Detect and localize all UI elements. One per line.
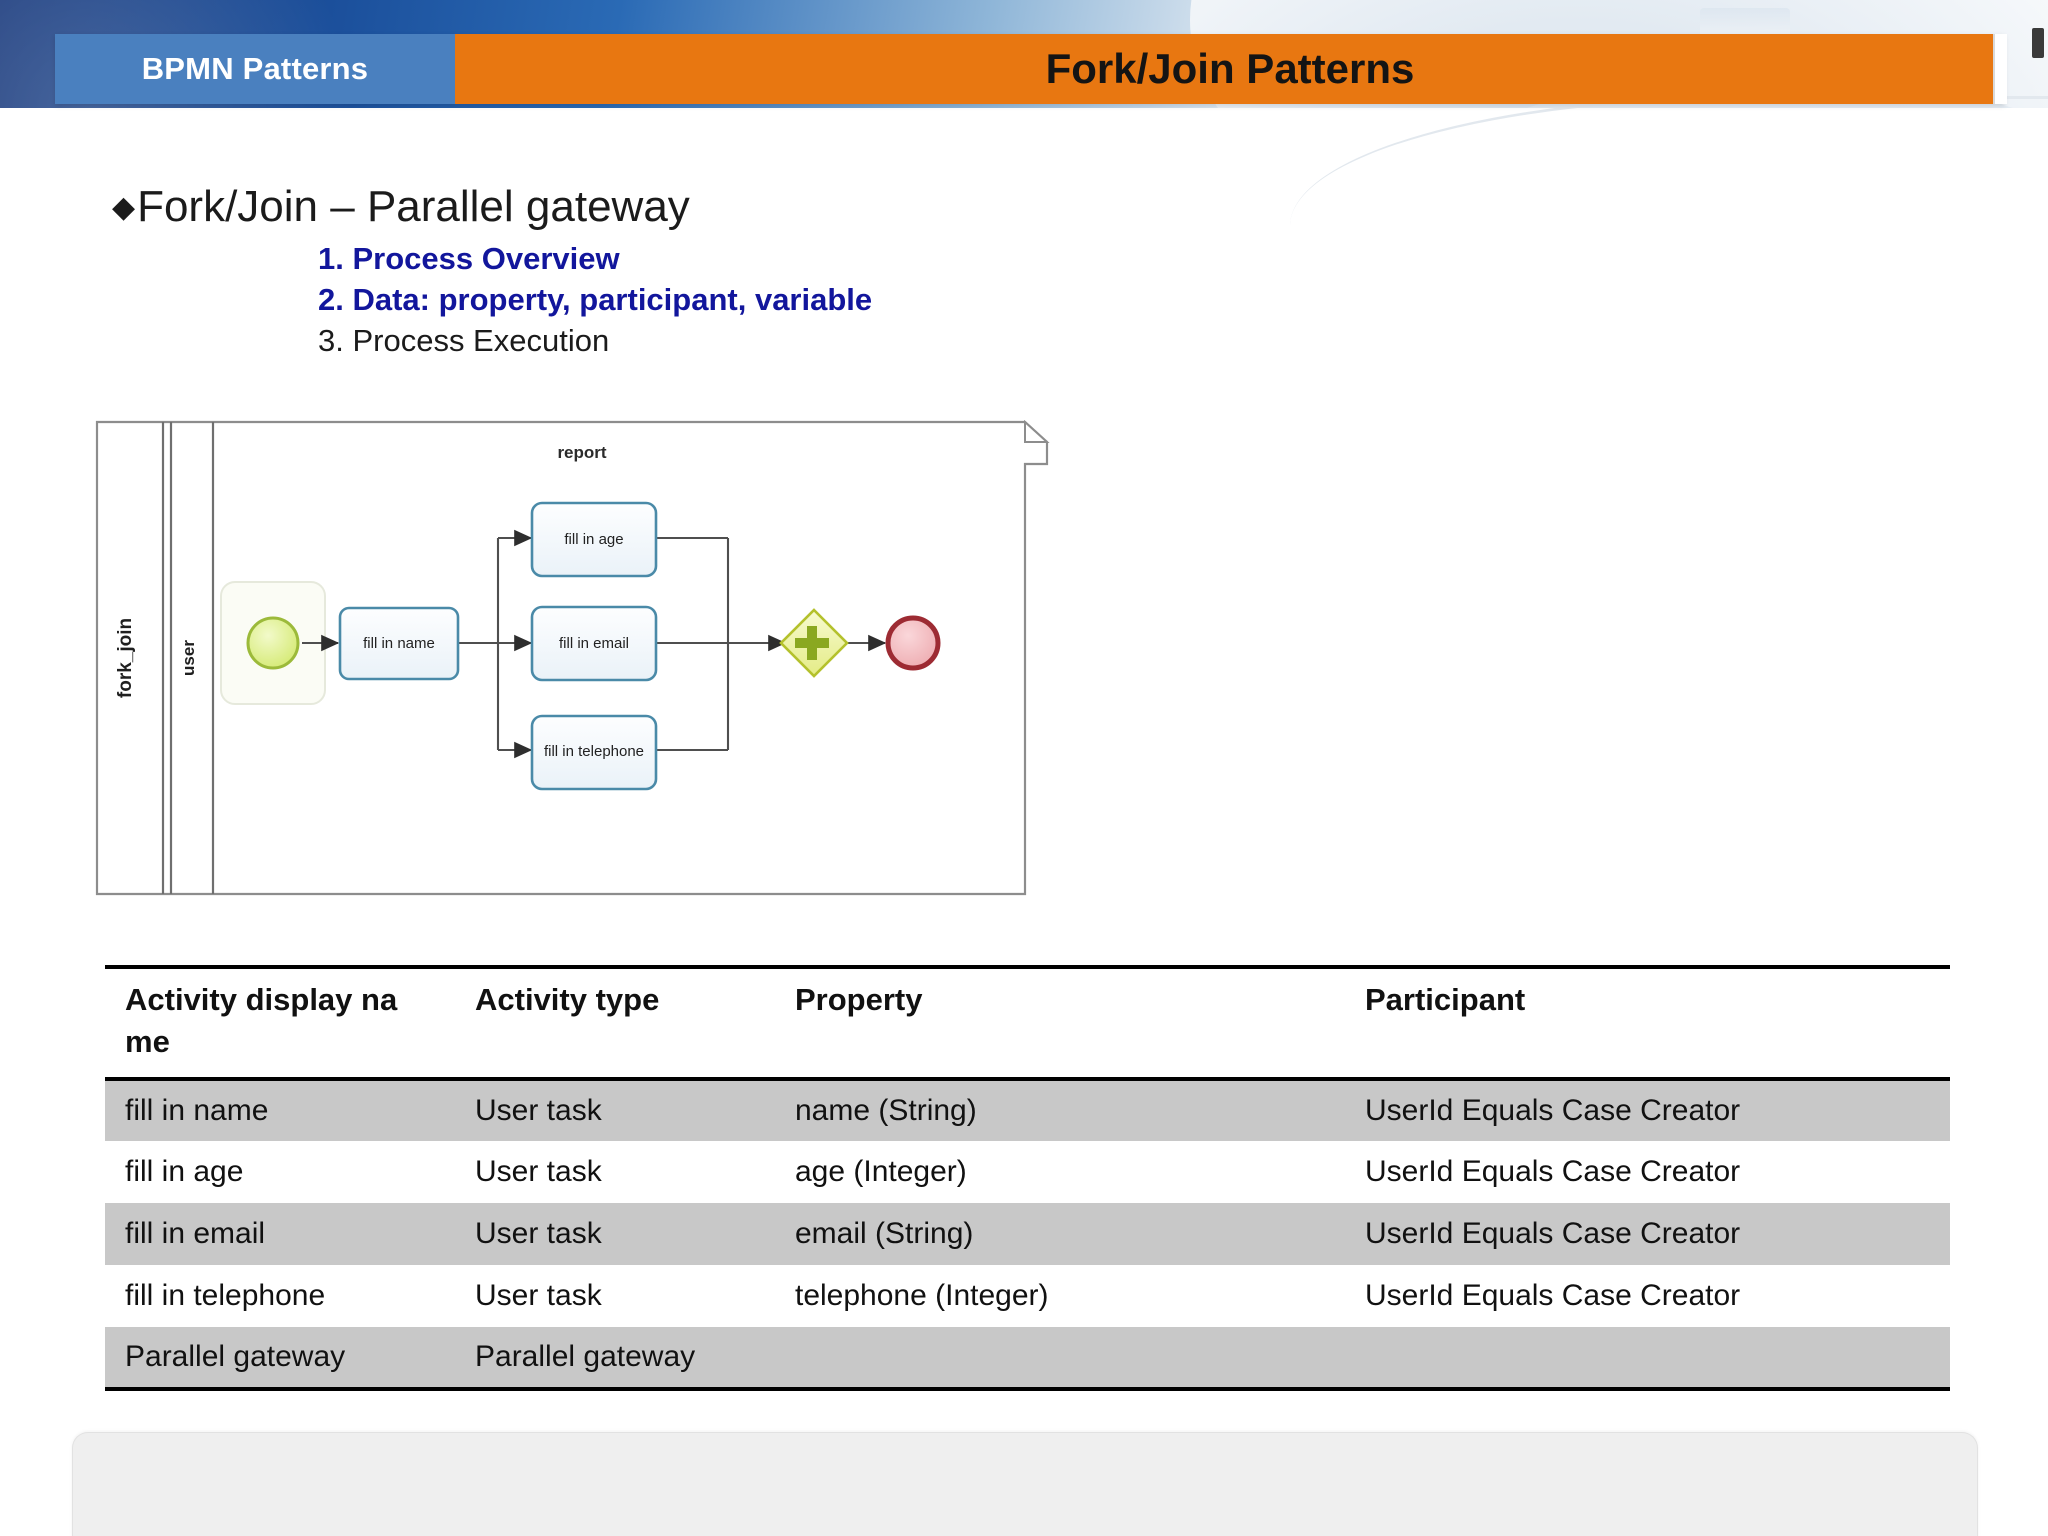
slide-header: BPMN Patterns Fork/Join Patterns [55,34,2007,104]
cell-activity-display-name: fill in age [105,1141,455,1203]
table-row: fill in name User task name (String) Use… [105,1079,1950,1141]
cell-activity-display-name: fill in email [105,1203,455,1265]
cell-property: name (String) [775,1079,1345,1141]
bpmn-diagram: fork_join user report [95,420,1065,915]
cell-property [775,1327,1345,1391]
section-heading: ◆Fork/Join – Parallel gateway [112,182,690,232]
bpmn-canvas: fork_join user report [95,420,1050,896]
agenda-item-1: 1. Process Overview [318,241,620,276]
cell-property: age (Integer) [775,1141,1345,1203]
cell-property: telephone (Integer) [775,1265,1345,1327]
cell-activity-type: User task [455,1203,775,1265]
header-right-cap [1993,34,2007,104]
agenda-item-3: 3. Process Execution [318,323,610,358]
cell-participant: UserId Equals Case Creator [1345,1079,1950,1141]
bpmn-connectors [302,529,887,759]
cell-activity-type: User task [455,1265,775,1327]
agenda-item-2: 2. Data: property, participant, variable [318,282,873,317]
table-body: fill in name User task name (String) Use… [105,1079,1950,1391]
footer-panel [72,1432,1978,1536]
cell-activity-type: User task [455,1141,775,1203]
bpmn-parallel-gateway [779,608,849,678]
cell-activity-display-name: fill in telephone [105,1265,455,1327]
bpmn-end-event [885,615,941,671]
plus-icon [795,626,829,660]
cell-activity-display-name: Parallel gateway [105,1327,455,1391]
cell-activity-type: User task [455,1079,775,1141]
cell-participant: UserId Equals Case Creator [1345,1141,1950,1203]
cell-participant: UserId Equals Case Creator [1345,1265,1950,1327]
header-category-label: BPMN Patterns [141,51,369,86]
table-row: fill in telephone User task telephone (I… [105,1265,1950,1327]
bpmn-task-fill-in-name: fill in name [338,606,460,681]
table-row: fill in age User task age (Integer) User… [105,1141,1950,1203]
header-category-badge: BPMN Patterns [55,34,455,104]
section-heading-text: Fork/Join – Parallel gateway [137,182,690,231]
column-header-activity-type: Activity type [475,982,660,1017]
bpmn-task-fill-in-email: fill in email [530,605,658,682]
column-header-property: Property [795,982,923,1017]
cell-property: email (String) [775,1203,1345,1265]
bpmn-annotation-report: report [557,443,606,462]
table-row: Parallel gateway Parallel gateway [105,1327,1950,1391]
column-header-participant: Participant [1365,982,1526,1017]
cell-participant [1345,1327,1950,1391]
bpmn-pool-label: fork_join [115,618,136,698]
agenda-list: 1. Process Overview 2. Data: property, p… [318,238,872,361]
bpmn-task-fill-in-age: fill in age [530,501,658,578]
table-row: fill in email User task email (String) U… [105,1203,1950,1265]
bpmn-task-label: fill in email [559,635,629,652]
bpmn-task-label: fill in name [363,635,435,652]
header-title-bar: Fork/Join Patterns [455,34,2007,104]
cell-activity-type: Parallel gateway [455,1327,775,1391]
bpmn-start-event [246,616,300,670]
bpmn-task-fill-in-telephone: fill in telephone [530,714,658,791]
diamond-bullet-icon: ◆ [112,191,136,224]
bpmn-task-label: fill in telephone [544,743,644,760]
bpmn-task-label: fill in age [564,531,623,548]
page-title: Fork/Join Patterns [1045,45,1415,92]
header-edge-tab-icon [2032,28,2044,58]
cell-activity-display-name: fill in name [105,1079,455,1141]
cell-participant: UserId Equals Case Creator [1345,1203,1950,1265]
bpmn-lane-label: user [179,640,198,676]
